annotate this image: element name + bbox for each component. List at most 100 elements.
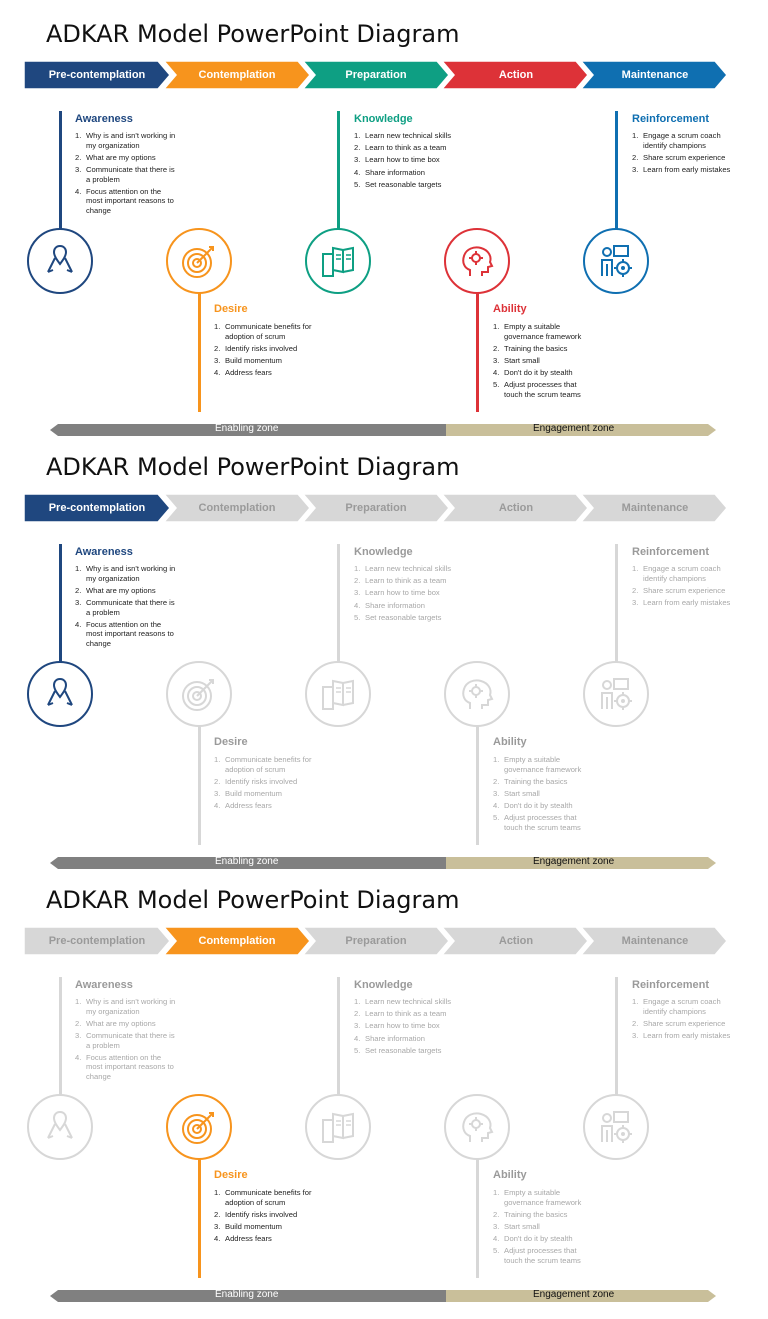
stage-label-maintenance: Maintenance (621, 502, 689, 514)
list-item: 1.Empty a suitable governance framework (493, 755, 582, 774)
chevron-preparation[interactable] (301, 493, 450, 523)
desire-circle (166, 228, 232, 294)
list-item: 3.Learn how to time box (354, 588, 440, 598)
list-item: 4.Don't do it by stealth (493, 368, 573, 378)
reinforcement-circle (583, 228, 649, 294)
slide-title: ADKAR Model PowerPoint Diagram (46, 886, 460, 914)
stage-label-action: Action (498, 935, 534, 947)
list-item: 3.Build momentum (214, 355, 282, 365)
reinforcement-connector (615, 111, 618, 236)
target-icon (182, 679, 214, 711)
head-gear-icon (462, 1112, 494, 1142)
list-item: 2.What are my options (75, 1018, 156, 1028)
stage-label-pre-contemplation: Pre-contemplation (48, 69, 146, 81)
list-item: 4.Focus attention on the most important … (75, 1052, 174, 1081)
engagement-zone-bar (446, 857, 716, 869)
stage-label-action: Action (498, 69, 534, 81)
stage-label-preparation: Preparation (345, 935, 407, 947)
list-item: 5.Set reasonable targets (354, 179, 442, 189)
list-item: 1.Empty a suitable governance framework (493, 1188, 582, 1207)
list-item: 5.Set reasonable targets (354, 612, 442, 622)
knowledge-heading: Knowledge (354, 979, 413, 991)
chevron-pre-contemplation[interactable] (23, 493, 171, 523)
books-icon (322, 1112, 354, 1143)
awareness-heading: Awareness (75, 979, 133, 991)
reinforcement-list: 1.Engage a scrum coach identify champion… (632, 564, 744, 610)
stage-label-pre-contemplation: Pre-contemplation (48, 935, 146, 947)
list-item: 1.Learn new technical skills (354, 131, 452, 140)
list-item: 3.Communicate that there is a problem (75, 1030, 175, 1050)
knowledge-circle (305, 661, 371, 727)
ability-circle (444, 228, 510, 294)
chevron-contemplation[interactable] (162, 60, 311, 90)
engagement-zone-label: Engagement zone (533, 856, 615, 867)
knowledge-connector (337, 977, 340, 1102)
ability-list: 1.Empty a suitable governance framework 2… (493, 322, 593, 402)
list-item: 2.Share scrum experience (632, 1018, 726, 1028)
engagement-zone-bar (446, 424, 716, 436)
chevron-maintenance[interactable] (579, 493, 728, 523)
list-item: 3.Learn how to time box (354, 1021, 440, 1031)
list-item: 2.Share scrum experience (632, 585, 726, 595)
reinforcement-connector (615, 544, 618, 669)
list-item: 4.Address fears (214, 368, 272, 378)
ability-circle (444, 1094, 510, 1160)
chevron-preparation[interactable] (301, 60, 450, 90)
chevron-preparation[interactable] (301, 926, 450, 956)
list-item: 5.Set reasonable targets (354, 1045, 442, 1055)
chevron-maintenance[interactable] (579, 926, 728, 956)
ability-heading: Ability (493, 1169, 527, 1181)
chevron-action[interactable] (440, 493, 589, 523)
slide-title: ADKAR Model PowerPoint Diagram (46, 20, 460, 48)
desire-circle (166, 661, 232, 727)
list-item: 4.Address fears (214, 801, 272, 811)
chevron-maintenance[interactable] (579, 60, 728, 90)
list-item: 2.Training the basics (493, 776, 568, 786)
list-item: 2.Learn to think as a team (354, 1009, 447, 1019)
chevron-contemplation[interactable] (162, 493, 311, 523)
reinforcement-circle (583, 661, 649, 727)
list-item: 2.Learn to think as a team (354, 576, 447, 586)
zone-bar (50, 424, 716, 436)
list-item: 4.Share information (354, 167, 425, 177)
reinforcement-list: 1.Engage a scrum coach identify champion… (632, 131, 744, 177)
ability-connector (476, 291, 479, 412)
list-item: 3.Start small (493, 355, 540, 365)
ability-connector (476, 1157, 479, 1278)
enabling-zone-label: Enabling zone (215, 856, 279, 867)
list-item: 3.Build momentum (214, 1221, 282, 1231)
chevron-pre-contemplation[interactable] (23, 926, 171, 956)
books-icon (322, 246, 354, 277)
list-item: 5.Adjust processes that touch the scrum … (493, 1246, 581, 1265)
knowledge-connector (337, 111, 340, 236)
chevron-action[interactable] (440, 60, 589, 90)
stage-chevrons (23, 926, 728, 956)
list-item: 1.Engage a scrum coach identify champion… (632, 997, 721, 1016)
ribbon-icon (47, 1110, 73, 1139)
awareness-list: 1.Why is and isn't working in my organiz… (75, 997, 179, 1084)
chevron-pre-contemplation[interactable] (23, 60, 171, 90)
list-item: 4.Focus attention on the most important … (75, 186, 174, 215)
knowledge-heading: Knowledge (354, 113, 413, 125)
awareness-list: 1.Why is and isn't working in my organiz… (75, 564, 179, 651)
list-item: 4.Don't do it by stealth (493, 801, 573, 811)
head-gear-icon (462, 246, 494, 276)
stage-label-contemplation: Contemplation (198, 502, 276, 514)
list-item: 1.Empty a suitable governance framework (493, 322, 582, 341)
list-item: 2.Training the basics (493, 343, 568, 353)
stage-chevrons (23, 60, 728, 90)
reinforcement-heading: Reinforcement (632, 546, 710, 558)
list-item: 5.Adjust processes that touch the scrum … (493, 813, 581, 832)
chevron-action[interactable] (440, 926, 589, 956)
list-item: 3.Start small (493, 1221, 540, 1231)
list-item: 4.Address fears (214, 1234, 272, 1244)
chevron-contemplation[interactable] (162, 926, 311, 956)
desire-list: 1.Communicate benefits for adoption of s… (214, 755, 326, 813)
awareness-connector (59, 977, 62, 1101)
list-item: 4.Share information (354, 600, 425, 610)
head-gear-icon (462, 679, 494, 709)
list-item: 3.Learn from early mistakes (632, 164, 731, 174)
